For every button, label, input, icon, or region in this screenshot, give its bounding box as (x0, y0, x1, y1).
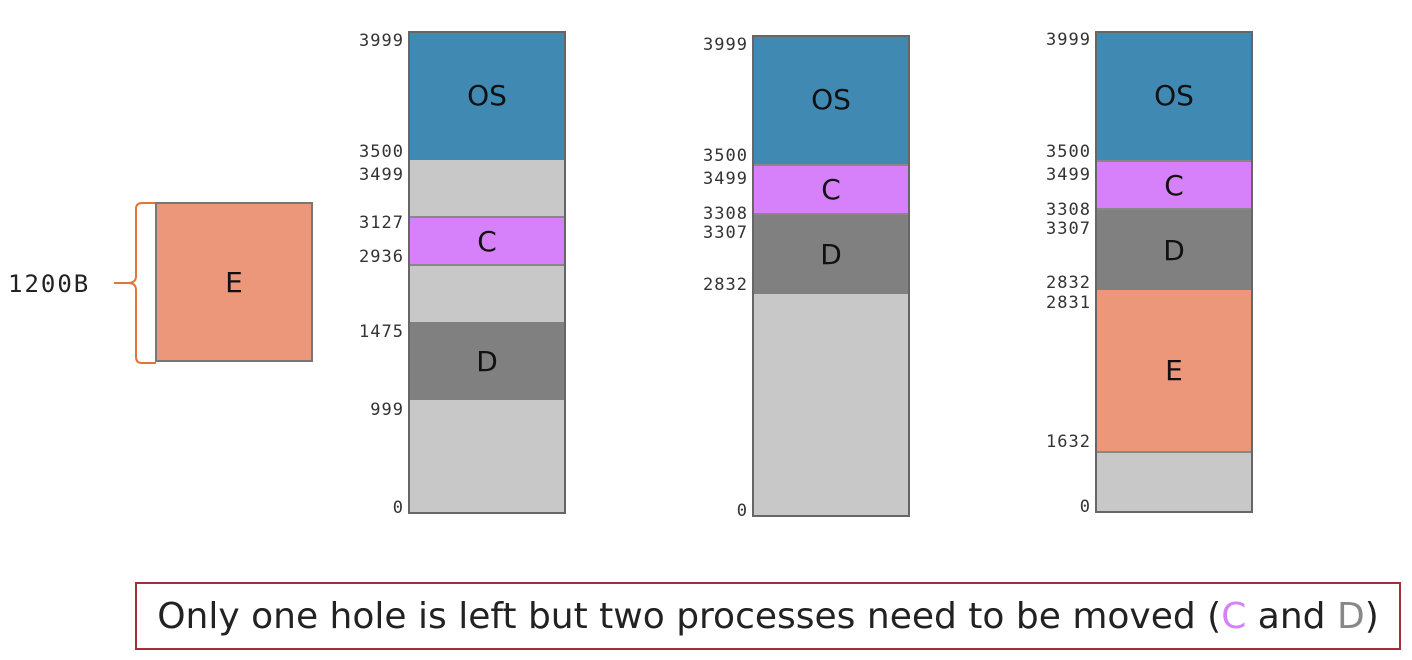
process-d-label: D (820, 238, 842, 271)
address-label: 3499 (703, 169, 748, 189)
process-c-segment: C (408, 216, 566, 266)
process-c-label: C (477, 224, 497, 258)
os-segment: OS (408, 31, 566, 160)
address-label: 3308 (1046, 200, 1091, 220)
address-label: 1475 (359, 322, 404, 342)
address-label: 3127 (359, 213, 404, 233)
address-label: 3500 (1046, 142, 1091, 162)
address-label: 3308 (703, 204, 748, 224)
address-label: 0 (1079, 497, 1091, 517)
address-label: 3499 (359, 165, 404, 185)
process-d-segment: D (408, 322, 566, 400)
process-c-label: C (1164, 168, 1184, 202)
os-segment: OS (1095, 31, 1253, 160)
process-c-segment: C (1095, 160, 1253, 210)
free-hole (408, 160, 566, 216)
address-label: 0 (736, 501, 748, 521)
memory-column-3: OS C D E 3999 3500 3499 3308 3307 2832 2… (1046, 31, 1253, 516)
process-c-segment: C (752, 164, 910, 215)
address-label: 999 (370, 400, 404, 420)
os-label: OS (811, 83, 851, 116)
free-hole (408, 266, 566, 322)
free-hole (752, 294, 910, 517)
address-label: 3307 (703, 223, 748, 243)
address-label: 2936 (359, 247, 404, 267)
process-d-segment: D (1095, 210, 1253, 290)
memory-column-1: OS C D 3999 3500 3499 3127 2936 1475 999… (359, 31, 566, 517)
address-label: 2832 (1046, 273, 1091, 293)
process-d-segment: D (752, 215, 910, 294)
address-label: 3499 (1046, 165, 1091, 185)
address-label: 2832 (703, 275, 748, 295)
free-hole (408, 400, 566, 514)
os-segment: OS (752, 35, 910, 164)
caption-mid: and (1246, 595, 1337, 637)
free-hole (1095, 451, 1253, 513)
process-d-label: D (1163, 233, 1185, 267)
os-label: OS (467, 79, 507, 112)
caption-c: C (1221, 595, 1247, 637)
address-label: 3500 (703, 146, 748, 166)
process-e-label: E (225, 265, 243, 299)
address-label: 0 (392, 498, 404, 518)
process-e-label: E (1165, 354, 1183, 387)
os-label: OS (1154, 79, 1194, 112)
caption-prefix: Only one hole is left but two processes … (157, 595, 1222, 637)
address-label: 2831 (1046, 293, 1091, 313)
process-e-size-label: 1200B (8, 270, 91, 298)
address-label: 3999 (359, 31, 404, 51)
memory-column-2: OS C D 3999 3500 3499 3308 3307 2832 0 (703, 35, 910, 520)
caption-d: D (1336, 595, 1365, 637)
process-e-segment: E (1095, 290, 1253, 451)
address-label: 3307 (1046, 219, 1091, 239)
address-label: 1632 (1046, 432, 1091, 452)
size-brace-icon (114, 202, 156, 364)
caption-box: Only one hole is left but two processes … (135, 582, 1401, 650)
process-d-label: D (476, 344, 498, 378)
address-label: 3999 (703, 35, 748, 55)
address-label: 3999 (1046, 30, 1091, 50)
address-label: 3500 (359, 142, 404, 162)
caption-suffix: ) (1364, 595, 1379, 637)
process-e-block: E (155, 202, 313, 362)
process-c-label: C (821, 173, 841, 206)
